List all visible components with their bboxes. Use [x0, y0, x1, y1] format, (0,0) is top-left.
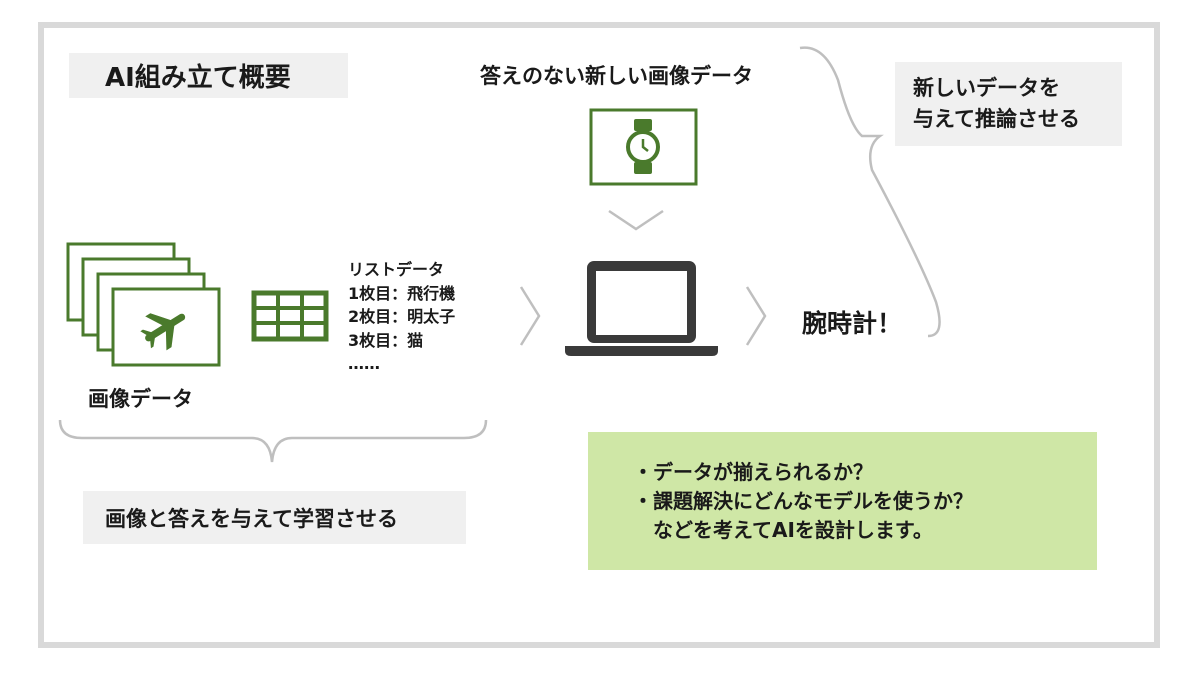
arrow-right-icon — [519, 286, 541, 346]
learn-label: 画像と答えを与えて学習させる — [83, 491, 466, 544]
list-item: 1枚目：飛行機 — [348, 283, 456, 303]
infer-label: 新しいデータを 与えて推論させる — [895, 62, 1122, 146]
new-data-label: 答えのない新しい画像データ — [480, 64, 753, 88]
image-data-label: 画像データ — [88, 387, 193, 411]
wristwatch-icon — [626, 119, 660, 174]
list-item: …… — [348, 354, 380, 373]
arrow-right-icon — [745, 286, 767, 346]
grid-table-icon — [251, 290, 329, 342]
list-item: 2枚目：明太子 — [348, 307, 456, 326]
note-line: などを考えてAIを設計します。 — [633, 518, 933, 542]
list-data: リストデータ 1枚目：飛行機 2枚目：明太子 3枚目：猫 …… — [348, 258, 455, 376]
laptop-icon — [565, 261, 718, 356]
list-data-title: リストデータ — [348, 260, 445, 279]
note-line: ・データが揃えられるか？ — [633, 460, 873, 484]
diagram-title: AI組み立て概要 — [69, 53, 348, 98]
image-stack-icon — [66, 242, 221, 367]
learning-brace — [58, 419, 488, 463]
note-box: ・データが揃えられるか？ ・課題解決にどんなモデルを使うか？ などを考えてAIを… — [588, 432, 1097, 570]
note-line: ・課題解決にどんなモデルを使うか？ — [633, 489, 973, 513]
inference-brace — [799, 46, 941, 338]
airplane-icon — [140, 313, 186, 351]
result-label: 腕時計！ — [802, 309, 903, 338]
arrow-down-icon — [608, 209, 664, 231]
list-item: 3枚目：猫 — [348, 330, 424, 350]
